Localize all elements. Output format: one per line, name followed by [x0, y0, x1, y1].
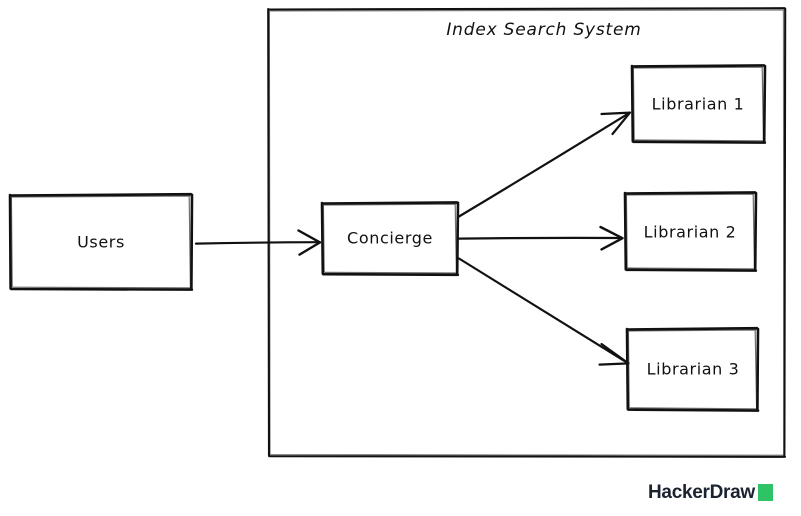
node-librarian-2[interactable] [623, 191, 758, 272]
edge-concierge-to-librarian-1 [457, 111, 632, 218]
node-librarian-3[interactable] [625, 326, 760, 412]
hackerdraw-watermark[interactable]: HackerDraw [648, 483, 773, 502]
edge-users-to-concierge [194, 229, 322, 256]
node-users[interactable] [8, 192, 194, 291]
brand-square-icon [757, 484, 773, 501]
node-librarian-1[interactable] [630, 64, 767, 144]
edge-concierge-to-librarian-2 [457, 225, 624, 251]
group-index-search-system[interactable] [267, 7, 787, 458]
brand-name: HackerDraw [648, 482, 755, 503]
group-title-index-search-system: Index Search System [446, 20, 642, 40]
edge-concierge-to-librarian-3 [457, 257, 630, 366]
node-concierge[interactable] [320, 201, 460, 277]
